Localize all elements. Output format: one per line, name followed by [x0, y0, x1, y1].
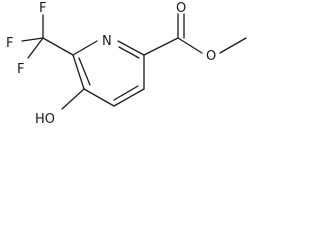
bond-n-c6-double [118, 46, 140, 59]
atom-n-ring: N [102, 34, 112, 49]
atom-o-carbonyl: O [176, 1, 186, 16]
structure-canvas: F F F N O O HO [0, 0, 254, 138]
bond-cf3-f-left [21, 37, 44, 42]
bond-c3-c2-double [78, 57, 91, 86]
bond-c6-carbonyl-c [143, 37, 179, 56]
bond-o-methyl [219, 37, 247, 54]
bond-c2-n [72, 40, 98, 56]
bond-c5-c4-double [113, 85, 139, 101]
bond-c4-c3 [83, 88, 115, 107]
atom-f-top: F [39, 1, 46, 16]
bond-cf3-ring [42, 37, 74, 56]
atom-o-ester: O [206, 49, 216, 64]
atom-f-left: F [6, 36, 13, 51]
molecule-structure: F F F N O O HO [6, 1, 247, 127]
bond-c5-c4 [113, 88, 145, 107]
bond-n-c6 [117, 40, 145, 56]
bond-c3-c2 [72, 54, 85, 90]
atom-f-bottom: F [17, 62, 24, 77]
atom-hydroxyl: HO [35, 112, 55, 127]
bond-cf3-f-bottom [27, 37, 44, 59]
bond-c3-oh [61, 88, 85, 110]
bond-carbonyl-c-o [177, 37, 203, 54]
